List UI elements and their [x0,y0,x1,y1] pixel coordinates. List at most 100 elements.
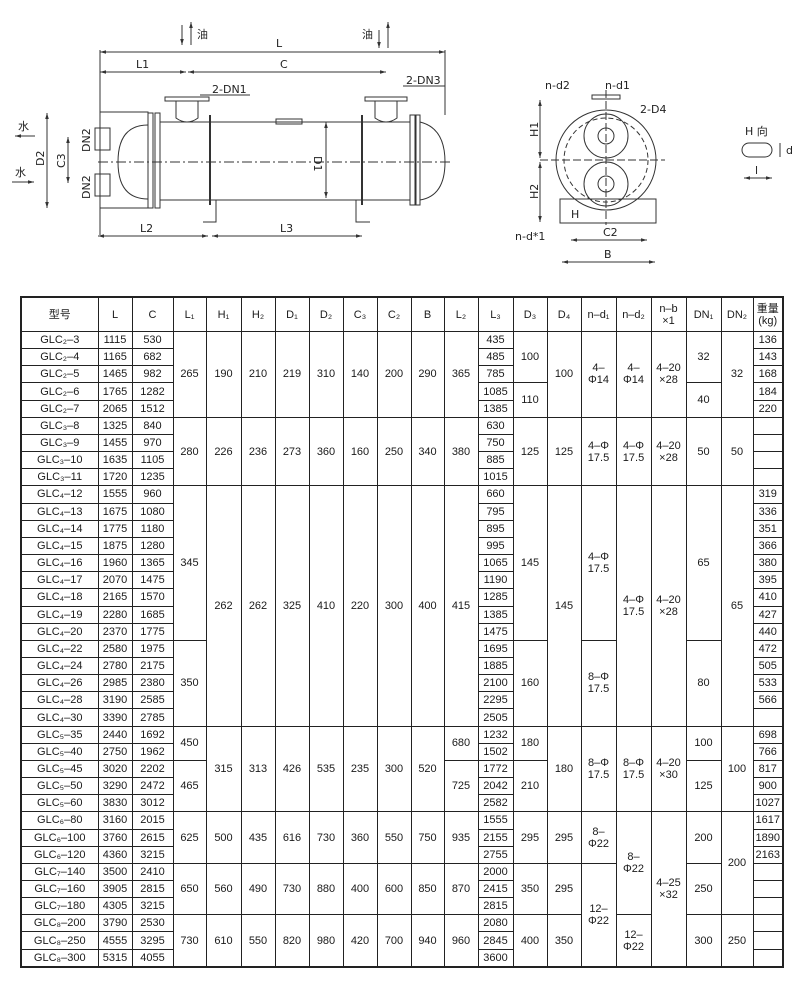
cell-D3: 295 [512,811,548,864]
cell-L: 2065 [97,399,133,418]
cell-C3: 235 [342,725,378,813]
cell-H2: 313 [240,725,276,813]
cell-D3: 210 [512,759,548,813]
cell-C: 2615 [131,828,174,847]
cell-D2: 360 [308,416,344,487]
cell-weight: 336 [752,502,784,521]
cell-L: 2580 [97,639,133,658]
cell-DN1: 40 [685,382,722,418]
column-header: D₃ [512,296,548,332]
cell-DN1: 65 [685,485,722,641]
cell-C2: 600 [376,862,412,916]
cell-DN2: 200 [720,811,754,916]
cell-D1: 616 [274,811,310,864]
cell-weight [752,897,784,916]
cell-C: 2785 [131,708,174,727]
cell-DN1: 300 [685,914,722,968]
cell-L: 1455 [97,433,133,453]
cell-weight [752,433,784,453]
cell-L: 1775 [97,519,133,538]
cell-L: 1675 [97,502,133,521]
cell-L: 3020 [97,759,133,779]
cell-model: GLC₅–60 [20,794,99,813]
cell-H1: 226 [205,416,242,487]
cell-L: 3830 [97,794,133,813]
cell-L3: 1085 [477,382,514,401]
cell-model: GLC₈–250 [20,931,99,950]
cell-L3: 1695 [477,639,514,658]
side-nd1x-label: n-d*1 [515,230,545,243]
cell-L3: 785 [477,365,514,384]
cell-DN2: 65 [720,485,754,727]
cell-C: 3012 [131,794,174,813]
dim-L: L [276,37,283,50]
cell-nd1: 4–Φ 17.5 [580,485,617,641]
water-outlet-label: 水 [18,120,29,133]
cell-L3: 1555 [477,811,514,830]
cell-L3: 630 [477,416,514,435]
cell-L: 1635 [97,451,133,470]
column-header: n–d₁ [580,296,617,332]
oil-inlet-label: 油 [197,27,208,41]
cell-D1: 325 [274,485,310,727]
cell-D3: 350 [512,862,548,916]
cell-C: 682 [131,348,174,367]
column-header: C₃ [342,296,378,332]
cell-D3: 100 [512,330,548,384]
cell-L2: 870 [443,862,479,916]
side-nd2-label: n-d2 [545,79,570,92]
cell-model: GLC₄–20 [20,622,99,641]
cell-model: GLC₂–5 [20,365,99,384]
column-header: B [410,296,445,332]
cell-L: 2370 [97,622,133,641]
dim-L2: L2 [140,222,153,235]
cell-model: GLC₅–35 [20,725,99,744]
cell-weight [752,416,784,435]
cell-weight: 136 [752,330,784,350]
side-H1-label: H1 [528,122,541,137]
cell-L1: 625 [172,811,207,864]
cell-L2: 960 [443,914,479,968]
cell-model: GLC₇–180 [20,897,99,916]
cell-model: GLC₄–28 [20,691,99,710]
cell-model: GLC₂–4 [20,348,99,367]
cell-C: 2380 [131,674,174,693]
side-H2-label: H2 [528,184,541,199]
cell-nb: 4–20 ×30 [650,725,687,813]
oil-outlet-label: 油 [362,27,373,41]
cell-L3: 750 [477,433,514,453]
cell-DN1: 100 [685,725,722,761]
cell-D2: 310 [308,331,344,418]
cell-L3: 2080 [477,914,514,933]
cell-DN2: 50 [720,416,754,487]
cell-H2: 490 [240,862,276,916]
cell-L2: 415 [443,485,479,727]
cell-L3: 895 [477,519,514,538]
column-header: DN₂ [720,296,754,332]
cell-D1: 219 [274,331,310,418]
cell-L: 2985 [97,674,133,693]
cell-L3: 660 [477,485,514,504]
cell-D2: 410 [308,485,344,727]
cell-D4: 350 [546,914,582,968]
cell-L2: 680 [443,725,479,761]
cell-weight: 1617 [752,811,784,830]
cell-D4: 145 [546,485,582,727]
cell-L3: 1385 [477,605,514,624]
dim-D2: D2 [34,151,47,166]
side-C2-label: C2 [603,226,618,239]
cell-L3: 1285 [477,588,514,607]
cell-D3: 160 [512,639,548,727]
cell-nd1: 8–Φ 17.5 [580,639,617,727]
cell-model: GLC₄–17 [20,571,99,590]
